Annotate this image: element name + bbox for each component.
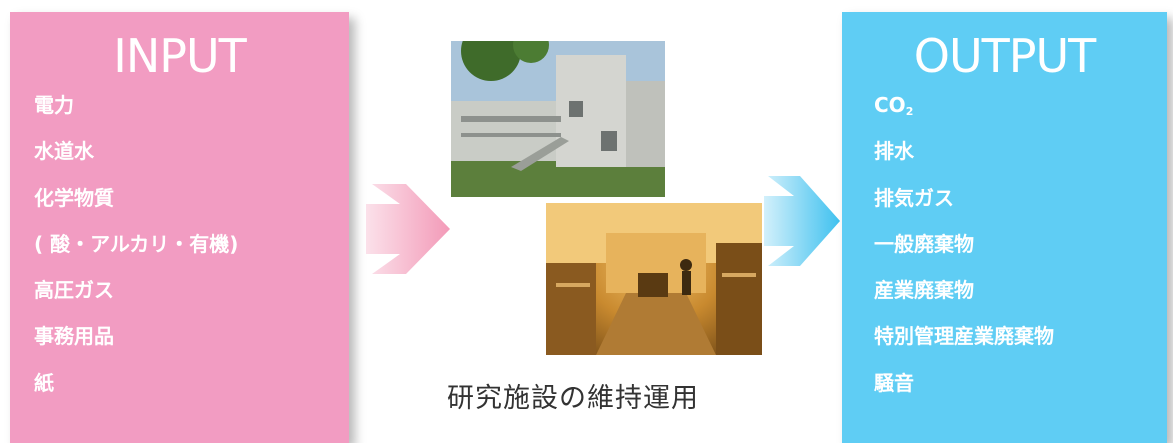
input-item: 紙 [34, 370, 54, 395]
output-item: 特別管理産業廃棄物 [874, 324, 1054, 349]
output-item: 排水 [874, 139, 914, 164]
co2-base: CO [874, 93, 906, 117]
input-item: 高圧ガス [34, 278, 114, 303]
co2-subscript: 2 [905, 105, 914, 118]
output-panel: OUTPUT CO2 排水 排気ガス 一般廃棄物 産業廃棄物 特別管理産業廃棄物… [842, 12, 1167, 443]
input-item: 化学物質 [34, 185, 114, 210]
input-item: 水道水 [34, 139, 94, 164]
right-arrow-icon [764, 176, 840, 266]
building-photo [451, 41, 665, 197]
input-panel: INPUT 電力 水道水 化学物質 ( 酸・アルカリ・有機) 高圧ガス 事務用品… [10, 12, 349, 443]
input-title: INPUT [113, 29, 246, 83]
cleanroom-lab-photo [546, 203, 762, 355]
input-item: 事務用品 [34, 324, 114, 349]
output-item: 騒音 [874, 370, 914, 395]
output-item: 排気ガス [874, 185, 954, 210]
input-item: ( 酸・アルカリ・有機) [34, 231, 239, 256]
input-item: 電力 [34, 93, 74, 117]
center-caption: 研究施設の維持運用 [447, 383, 699, 414]
output-item-co2: CO2 [874, 90, 1054, 136]
output-item: 産業廃棄物 [874, 278, 974, 303]
input-list: 電力 水道水 化学物質 ( 酸・アルカリ・有機) 高圧ガス 事務用品 紙 [34, 90, 238, 414]
output-title: OUTPUT [913, 29, 1096, 83]
output-item: 一般廃棄物 [874, 231, 974, 256]
output-list: CO2 排水 排気ガス 一般廃棄物 産業廃棄物 特別管理産業廃棄物 騒音 [874, 90, 1054, 414]
right-arrow-icon [366, 184, 450, 274]
